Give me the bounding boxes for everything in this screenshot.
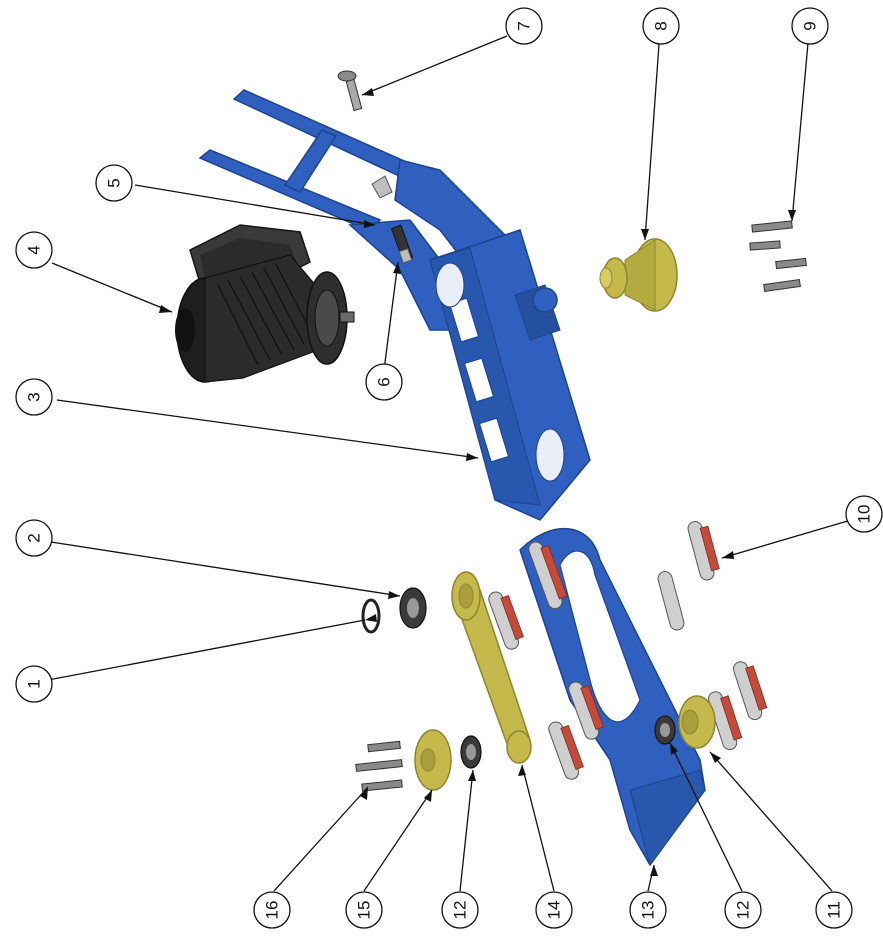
balloon-8-label: 8 — [652, 21, 671, 30]
snap-ring-part-1 — [361, 598, 381, 634]
balloon-5-label: 5 — [105, 178, 124, 187]
balloon-9: 9 — [791, 7, 829, 45]
balloon-3-label: 3 — [25, 392, 44, 401]
bearing-part-12-right — [654, 715, 676, 745]
spring-part-6 — [390, 224, 414, 264]
balloon-6: 6 — [365, 363, 403, 401]
balloon-14-label: 14 — [545, 901, 564, 920]
balloon-15: 15 — [345, 891, 383, 929]
balloon-12-right: 12 — [724, 891, 762, 929]
balloon-2-label: 2 — [25, 533, 44, 542]
balloon-12-right-label: 12 — [734, 901, 753, 920]
balloon-11-label: 11 — [825, 901, 844, 919]
balloon-10-label: 10 — [855, 505, 874, 524]
balloon-2: 2 — [15, 519, 53, 557]
chain-links — [488, 521, 768, 780]
hub-part-15 — [414, 729, 452, 791]
main-frame — [198, 89, 591, 521]
connecting-rod — [451, 571, 532, 764]
balloon-15-label: 15 — [355, 901, 374, 920]
balloon-14: 14 — [535, 891, 573, 929]
knob-part-7 — [337, 70, 363, 112]
balloon-16: 16 — [253, 891, 291, 929]
balloon-7-label: 7 — [515, 21, 534, 30]
balloon-13-label: 13 — [639, 901, 658, 920]
balloon-10: 10 — [845, 495, 883, 533]
lower-arm-plate — [519, 528, 706, 867]
balloon-1-label: 1 — [25, 679, 44, 688]
balloon-12-left: 12 — [441, 891, 479, 929]
balloon-12-left-label: 12 — [451, 901, 470, 920]
balloon-4-label: 4 — [25, 245, 44, 254]
balloon-16-label: 16 — [263, 901, 282, 920]
balloon-11: 11 — [815, 891, 853, 929]
bolts-part-16 — [355, 740, 403, 792]
balloon-5: 5 — [95, 164, 133, 202]
bearing-part-2 — [399, 587, 427, 629]
balloon-13: 13 — [629, 891, 667, 929]
balloon-4: 4 — [15, 231, 53, 269]
balloon-8: 8 — [642, 7, 680, 45]
bolts-part-9 — [749, 220, 807, 293]
hub-part-11 — [678, 695, 716, 749]
balloon-3: 3 — [15, 378, 53, 416]
leader-lines — [47, 35, 852, 892]
spacer-part-5 — [371, 175, 393, 199]
balloon-7: 7 — [505, 7, 543, 45]
hub-part-8 — [599, 238, 678, 312]
balloon-6-label: 6 — [375, 377, 394, 386]
bearing-part-12-left — [460, 735, 482, 769]
leader-arrowheads — [159, 88, 796, 876]
balloon-1: 1 — [15, 665, 53, 703]
electric-motor — [175, 224, 355, 383]
balloon-9-label: 9 — [801, 21, 820, 30]
